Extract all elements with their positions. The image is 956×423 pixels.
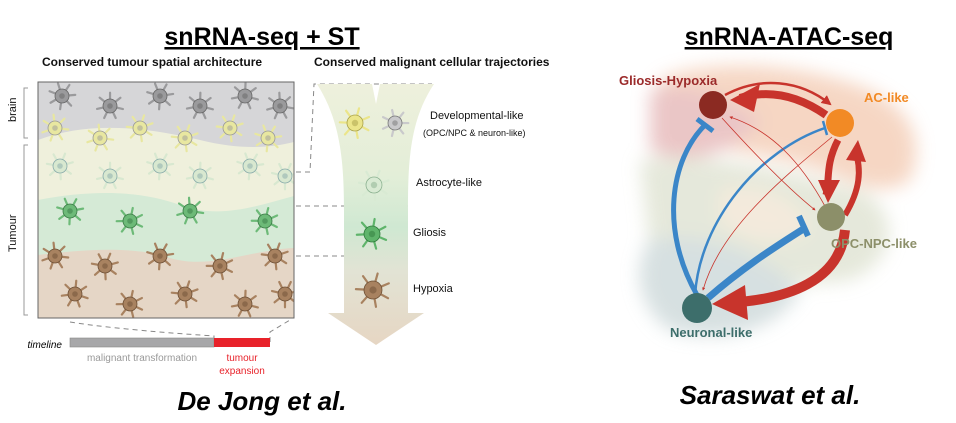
hypoxia-cell — [115, 289, 144, 318]
brain-bracket — [23, 87, 28, 139]
trajectory-arrow — [317, 84, 434, 345]
funnel-cell-astrocyte — [357, 169, 390, 202]
hypoxia-cell — [60, 279, 89, 308]
state-label-developmental: Developmental-like — [430, 110, 524, 122]
node-label-ac-like: AC-like — [864, 90, 909, 105]
subtitle-spatial: Conserved tumour spatial architecture — [42, 55, 262, 69]
astrocyte-cell — [270, 162, 294, 191]
umap-background — [639, 65, 917, 336]
state-label-hypoxia: Hypoxia — [413, 283, 454, 295]
developmental-cell — [254, 124, 283, 153]
node-label-neuronal-like: Neuronal-like — [670, 325, 752, 340]
state-label-gliosis: Gliosis — [413, 227, 447, 239]
developmental-cell — [125, 114, 154, 143]
arrowhead-opc — [818, 180, 840, 203]
repression-bar-ac — [821, 120, 829, 136]
spatial-architecture-box — [38, 82, 294, 318]
region-label-brain: brain — [7, 98, 19, 122]
hypoxia-cell — [205, 251, 234, 281]
subtitle-trajectories: Conserved malignant cellular trajectorie… — [314, 55, 550, 69]
neuron-cell — [48, 82, 77, 111]
astrocyte-cell — [236, 152, 265, 181]
timeline-phase-expansion-line2: expansion — [219, 366, 265, 377]
tumour-bracket — [23, 144, 28, 316]
developmental-cell — [41, 113, 70, 142]
hypoxia-cell — [230, 289, 259, 318]
developmental-cell — [170, 124, 199, 153]
node-opc-npc-like — [817, 203, 845, 231]
astrocyte-cell — [45, 152, 74, 181]
spatial-box-border — [37, 81, 295, 319]
connector-timeline-left — [69, 321, 215, 342]
node-label-opc-npc-like: OPC-NPC-like — [831, 236, 917, 251]
funnel-cell-neuron — [381, 108, 410, 138]
connector-timeline-right — [269, 319, 291, 342]
regulatory-network: Gliosis-Hypoxia AC-like OPC-NPC-like Neu… — [619, 73, 917, 340]
funnel-cell-developmental — [338, 107, 371, 140]
repression-bar-opc — [796, 214, 811, 238]
neuron-cell — [95, 91, 125, 120]
activation-opc-to-neuronal — [724, 229, 850, 308]
timeline-label: timeline — [28, 340, 63, 351]
activation-gliosis-to-opc — [721, 117, 816, 211]
node-ac-like — [826, 109, 854, 137]
arrowhead-gliosis — [730, 84, 760, 112]
astrocyte-cell — [146, 152, 175, 181]
activation-ac-to-neuronal — [702, 136, 833, 291]
hypoxia-cell — [41, 241, 70, 270]
right-author: Saraswat et al. — [680, 380, 861, 410]
neuron-cell — [266, 91, 294, 120]
gliosis-cell — [115, 206, 144, 236]
funnel-cell-hypoxia — [354, 272, 390, 308]
region-label-tumour: Tumour — [7, 214, 19, 252]
gliosis-cell — [176, 196, 205, 225]
developmental-cell — [215, 114, 244, 143]
timeline-bar-tumour-expansion — [214, 338, 270, 347]
state-label-astrocyte: Astrocyte-like — [416, 177, 482, 189]
left-title: snRNA-seq + ST — [164, 23, 359, 51]
hypoxia-cell — [146, 242, 175, 271]
timeline-phase-malignant: malignant transformation — [87, 353, 197, 364]
hypoxia-cell — [90, 252, 119, 281]
connector-developmental — [296, 83, 432, 173]
timeline-phase-expansion-line1: tumour — [226, 353, 258, 364]
hypoxia-cell — [270, 280, 294, 309]
hypoxia-cell — [260, 242, 289, 271]
node-gliosis-hypoxia — [699, 91, 727, 119]
astrocyte-cell — [95, 161, 125, 190]
neuron-cell — [146, 82, 175, 111]
hypoxia-cell — [170, 280, 199, 309]
gliosis-cell — [250, 206, 279, 236]
left-author: De Jong et al. — [177, 386, 346, 416]
right-title: snRNA-ATAC-seq — [685, 23, 894, 51]
arrowhead-ac — [846, 140, 866, 162]
repression-neuronal-to-ac — [693, 126, 826, 296]
node-neuronal-like — [682, 293, 712, 323]
funnel-cell-gliosis — [355, 217, 388, 250]
astrocyte-cell — [185, 161, 214, 190]
activation-gliosis-to-ac — [724, 81, 832, 106]
neuron-cell — [185, 91, 214, 120]
repression-neuronal-to-gliosis — [671, 123, 707, 297]
repression-neuronal-to-opc — [705, 225, 807, 301]
activation-opc-to-gliosis — [729, 116, 827, 209]
node-label-gliosis-hypoxia: Gliosis-Hypoxia — [619, 73, 718, 88]
state-sublabel-developmental: (OPC/NPC & neuron-like) — [423, 128, 526, 138]
gliosis-cell — [56, 197, 85, 226]
arrowhead-neuronal — [712, 285, 748, 320]
timeline-bar-malignant-transformation — [69, 337, 215, 348]
repression-bar-gliosis — [695, 117, 715, 133]
neuron-cell — [230, 82, 259, 110]
developmental-cell — [86, 123, 115, 152]
